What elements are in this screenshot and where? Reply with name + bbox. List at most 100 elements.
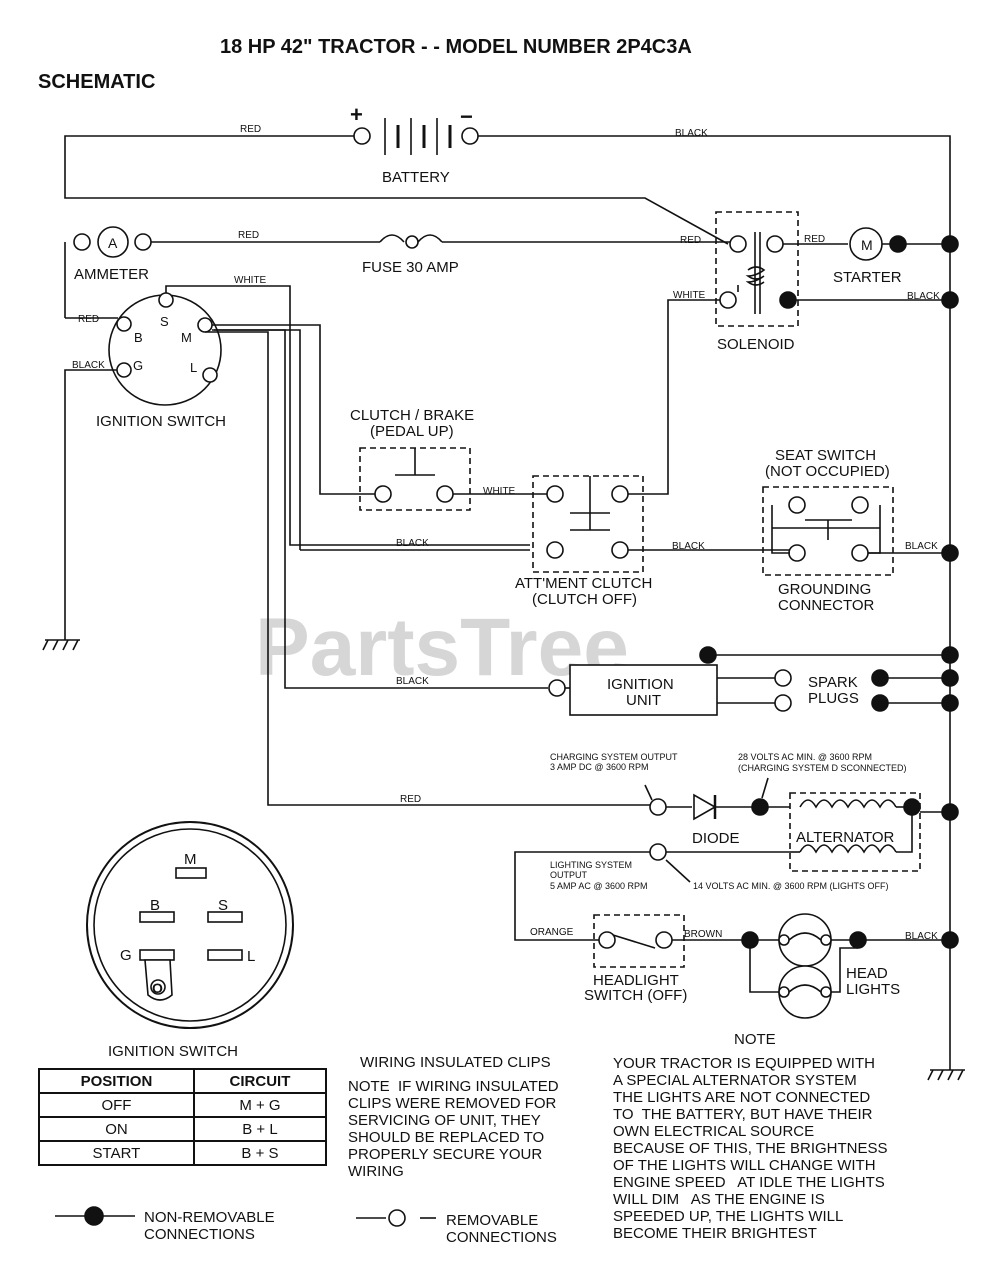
clutch-brake-label-1: CLUTCH / BRAKE	[350, 407, 474, 424]
wire-red-diode: RED	[400, 794, 421, 805]
ignition-unit-label-2: UNIT	[626, 692, 661, 709]
diode-label: DIODE	[692, 830, 740, 847]
legend-nr-2: CONNECTIONS	[144, 1226, 255, 1243]
wire-black-ign: BLACK	[396, 676, 429, 687]
wire-red-sol: RED	[804, 234, 825, 245]
face-label: IGNITION SWITCH	[108, 1043, 238, 1060]
headlight-label-1: HEADLIGHT	[593, 972, 679, 989]
starter	[849, 227, 959, 309]
table-row: START B + S	[38, 1140, 328, 1166]
seat-switch	[762, 486, 959, 576]
watermark: PartsTree	[255, 602, 629, 693]
wire-black-head: BLACK	[905, 931, 938, 942]
wire-black-attment-r: BLACK	[672, 541, 705, 552]
fuse-label: FUSE 30 AMP	[362, 259, 459, 276]
term-l: L	[190, 360, 197, 375]
light-volts: 14 VOLTS AC MIN. @ 3600 RPM (LIGHTS OFF)	[693, 881, 889, 891]
wire-white-clutch: WHITE	[483, 486, 516, 497]
legend-non-removable	[55, 1206, 135, 1226]
ignition-switch-schematic	[64, 285, 650, 806]
wire-red-ammeter: RED	[238, 230, 259, 241]
volts-2: (CHARGING SYSTEM D SCONNECTED)	[738, 763, 907, 773]
ignition-unit	[548, 646, 959, 716]
spark-label-1: SPARK	[808, 674, 858, 691]
battery-label: BATTERY	[382, 169, 450, 186]
starter-label: STARTER	[833, 269, 902, 286]
volts-1: 28 VOLTS AC MIN. @ 3600 RPM	[738, 752, 872, 762]
charging-system	[514, 777, 959, 941]
clips-text: NOTE IF WIRING INSULATED CLIPS WERE REMO…	[348, 1078, 559, 1180]
face-o: O	[152, 980, 163, 996]
spark-label-2: PLUGS	[808, 690, 859, 707]
attment-label-2: (CLUTCH OFF)	[532, 591, 637, 608]
clutch-brake-label-2: (PEDAL UP)	[370, 423, 454, 440]
light-out-2: OUTPUT	[550, 870, 588, 880]
battery-minus: −	[460, 104, 473, 129]
ammeter-symbol: A	[108, 235, 118, 251]
legend-r-1: REMOVABLE	[446, 1212, 538, 1229]
note-text: YOUR TRACTOR IS EQUIPPED WITH A SPECIAL …	[613, 1055, 888, 1242]
ground-symbol-left	[42, 639, 80, 651]
note-title: NOTE	[734, 1031, 776, 1048]
wire-red-b: RED	[78, 314, 99, 325]
headlight-label-2: SWITCH (OFF)	[584, 987, 687, 1004]
term-m: M	[181, 330, 192, 345]
wire-black-battery: BLACK	[675, 128, 708, 139]
table-cell: START	[38, 1140, 195, 1166]
grounding-label-1: GROUNDING	[778, 581, 871, 598]
wire-red-fuse: RED	[680, 235, 701, 246]
term-b: B	[134, 330, 143, 345]
charge-out-1: CHARGING SYSTEM OUTPUT	[550, 752, 678, 762]
face-l: L	[247, 948, 255, 965]
wire-black-seat: BLACK	[905, 541, 938, 552]
table-cell: OFF	[38, 1092, 195, 1118]
starter-symbol: M	[861, 237, 873, 253]
face-s: S	[218, 897, 228, 914]
wire-brown: BROWN	[684, 929, 722, 940]
table-row: ON B + L	[38, 1116, 328, 1142]
headlights-label-1: HEAD	[846, 965, 888, 982]
legend-removable	[356, 1209, 436, 1227]
table-row: OFF M + G	[38, 1092, 328, 1118]
seat-switch-label-2: (NOT OCCUPIED)	[765, 463, 890, 480]
table-cell: M + G	[192, 1092, 328, 1118]
seat-switch-label-1: SEAT SWITCH	[775, 447, 876, 464]
ignition-switch-face	[86, 821, 294, 1029]
face-m: M	[184, 851, 197, 868]
page-title: 18 HP 42" TRACTOR - - MODEL NUMBER 2P4C3…	[220, 36, 692, 58]
solenoid-label: SOLENOID	[717, 336, 795, 353]
wire-white-s: WHITE	[234, 275, 267, 286]
ammeter-label: AMMETER	[74, 266, 149, 283]
table-cell: B + S	[192, 1140, 328, 1166]
light-out-1: LIGHTING SYSTEM	[550, 860, 632, 870]
face-g: G	[120, 947, 132, 964]
headlight-circuit	[593, 913, 959, 1019]
legend-nr-1: NON-REMOVABLE	[144, 1209, 275, 1226]
charge-out-2: 3 AMP DC @ 3600 RPM	[550, 762, 649, 772]
ammeter	[64, 226, 730, 319]
wire-red-battery: RED	[240, 124, 261, 135]
wire-orange: ORANGE	[530, 927, 574, 938]
table-header-circuit: CIRCUIT	[192, 1068, 328, 1094]
ignition-switch-label: IGNITION SWITCH	[96, 413, 226, 430]
attachment-clutch-switch	[532, 475, 790, 573]
table-cell: ON	[38, 1116, 195, 1142]
wire-black-g: BLACK	[72, 360, 105, 371]
battery	[64, 118, 951, 1060]
wire-white-sol: WHITE	[673, 290, 706, 301]
alternator-label: ALTERNATOR	[796, 829, 895, 846]
face-b: B	[150, 897, 160, 914]
clips-title: WIRING INSULATED CLIPS	[360, 1054, 551, 1071]
clutch-brake-switch	[359, 447, 548, 511]
wire-black-sol: BLACK	[907, 291, 940, 302]
ignition-unit-label-1: IGNITION	[607, 676, 674, 693]
term-g: G	[133, 358, 143, 373]
position-table: POSITION CIRCUIT OFF M + G ON B + L STAR…	[38, 1068, 328, 1166]
grounding-label-2: CONNECTOR	[778, 597, 875, 614]
headlights-label-2: LIGHTS	[846, 981, 900, 998]
table-cell: B + L	[192, 1116, 328, 1142]
ground-symbol-right	[927, 1060, 965, 1081]
light-out-3: 5 AMP AC @ 3600 RPM	[550, 881, 648, 891]
attment-label-1: ATT'MENT CLUTCH	[515, 575, 652, 592]
